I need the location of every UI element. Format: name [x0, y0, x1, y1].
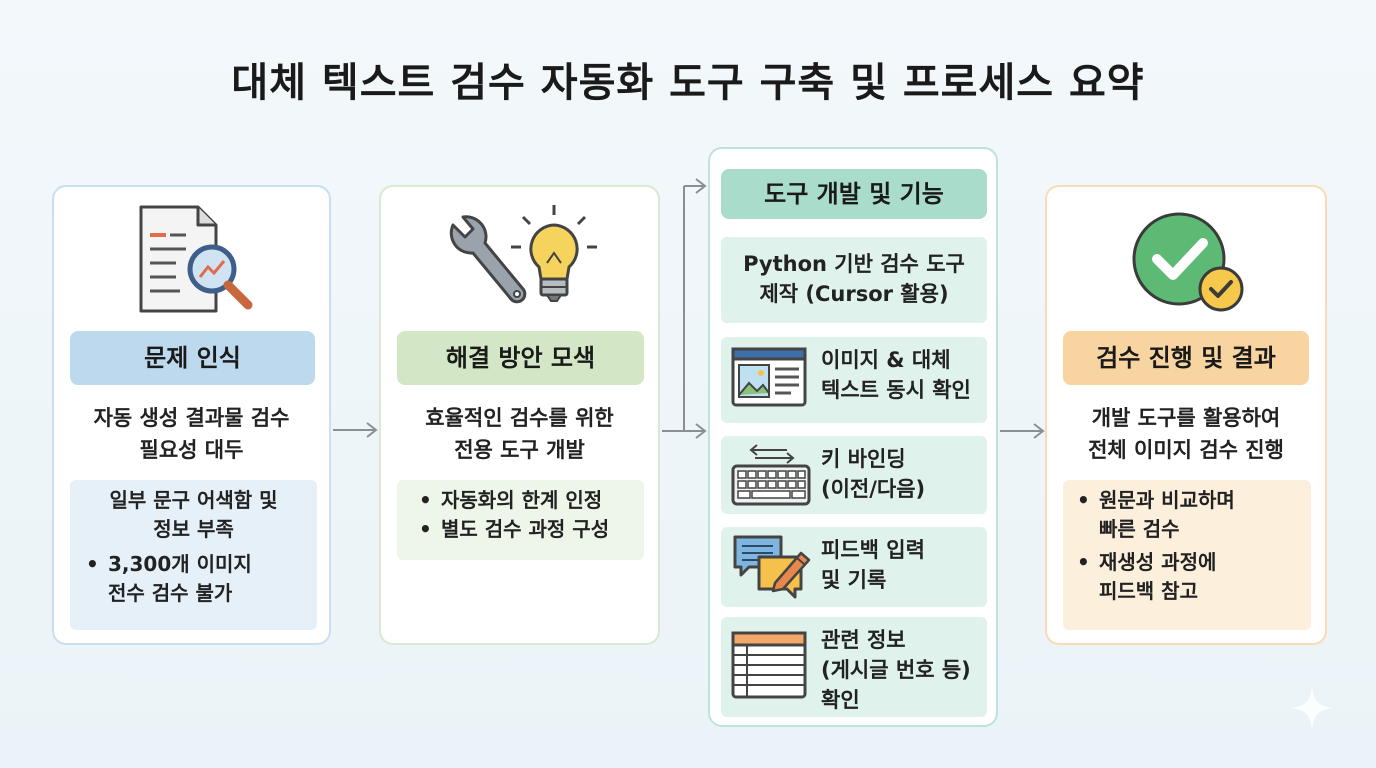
bullet-dot: •: [86, 552, 99, 576]
bullet-dot: •: [1077, 550, 1090, 574]
feature-line: 확인: [821, 688, 860, 712]
arrow-1-to-2: [333, 422, 378, 438]
step-card-tool: 도구 개발 및 기능 Python 기반 검수 도구 제작 (Cursor 활용…: [708, 147, 998, 727]
step-heading-tool: 도구 개발 및 기능: [721, 169, 987, 219]
step-card-problem: 문제 인식 자동 생성 결과물 검수 필요성 대두 일부 문구 어색함 및 정보…: [52, 185, 331, 645]
step-desc-line-2: 필요성 대두: [139, 438, 244, 462]
bullet-item: • 자동화의 한계 인정: [419, 486, 644, 515]
step-card-result: 검수 진행 및 결과 개발 도구를 활용하여 전체 이미지 검수 진행 • 원문…: [1045, 185, 1327, 645]
check-circle-icon: [1132, 212, 1244, 312]
lightbulb-icon: [511, 205, 597, 302]
feature-line: 및 기록: [821, 568, 887, 592]
bullet-item: • 3,300개 이미지: [70, 550, 317, 579]
feature-line: 텍스트 동시 확인: [821, 378, 971, 402]
feature-line: 제작 (Cursor 활용): [759, 282, 949, 306]
step-heading-solution: 해결 방안 모색: [397, 331, 644, 385]
feature-related-info: 관련 정보 (게시글 번호 등) 확인: [721, 617, 987, 717]
bullet-text-cont: 피드백 참고: [1099, 579, 1198, 603]
bullet-text: 원문과 비교하며: [1099, 488, 1235, 512]
step-heading-problem: 문제 인식: [70, 331, 315, 385]
bullet-text: 3,300개 이미지: [108, 552, 252, 576]
step-desc-line-2: 전체 이미지 검수 진행: [1088, 438, 1284, 462]
bullet-text: 재생성 과정에: [1099, 550, 1217, 574]
table-icon: [731, 631, 807, 699]
arrow-2-to-3: [662, 178, 707, 439]
feature-key-binding: 키 바인딩 (이전/다음): [721, 436, 987, 514]
feature-line: Python 기반 검수 도구: [743, 252, 965, 276]
step-detail-box: • 자동화의 한계 인정 • 별도 검수 과정 구성: [397, 480, 644, 560]
step-desc-line-2: 전용 도구 개발: [454, 438, 585, 462]
feature-line: 관련 정보: [821, 628, 906, 652]
step-heading-result: 검수 진행 및 결과: [1063, 331, 1309, 385]
sparkle-icon: [1290, 686, 1334, 730]
detail-line: 정보 부족: [153, 517, 234, 541]
step-card-solution: 해결 방안 모색 효율적인 검수를 위한 전용 도구 개발 • 자동화의 한계 …: [379, 185, 660, 645]
page-title: 대체 텍스트 검수 자동화 도구 구축 및 프로세스 요약: [231, 60, 1145, 106]
detail-line: 일부 문구 어색함 및: [109, 488, 278, 512]
bullet-dot: •: [1077, 488, 1090, 512]
feature-line: (이전/다음): [821, 477, 926, 501]
chat-pencil-icon: [733, 535, 811, 599]
keyboard-icon: [731, 444, 811, 506]
bullet-item: • 원문과 비교하며: [1077, 486, 1311, 515]
bullet-text: 별도 검수 과정 구성: [441, 517, 610, 541]
bullet-item: • 별도 검수 과정 구성: [419, 515, 644, 544]
wrench-icon: [449, 215, 527, 304]
feature-line: (게시글 번호 등): [821, 658, 971, 682]
feature-image-text: 이미지 & 대체 텍스트 동시 확인: [721, 337, 987, 423]
step-desc-line-1: 자동 생성 결과물 검수: [93, 406, 290, 430]
bullet-dot: •: [419, 488, 432, 512]
bullet-text: 자동화의 한계 인정: [441, 488, 603, 512]
step-detail-box: 일부 문구 어색함 및 정보 부족 • 3,300개 이미지 전수 검수 불가: [70, 480, 317, 630]
step-desc-line-1: 개발 도구를 활용하여: [1091, 406, 1281, 430]
step-detail-box: • 원문과 비교하며 빠른 검수 • 재생성 과정에 피드백 참고: [1063, 480, 1311, 630]
feature-feedback: 피드백 입력 및 기록: [721, 527, 987, 607]
feature-python-tool: Python 기반 검수 도구 제작 (Cursor 활용): [721, 237, 987, 323]
document-search-icon: [139, 205, 253, 313]
feature-line: 키 바인딩: [821, 447, 906, 471]
feature-line: 피드백 입력: [821, 538, 925, 562]
bullet-text-cont: 빠른 검수: [1099, 517, 1180, 541]
bullet-dot: •: [419, 517, 432, 541]
step-desc-line-1: 효율적인 검수를 위한: [425, 406, 614, 430]
bullet-item: • 재생성 과정에: [1077, 548, 1311, 577]
arrow-3-to-4: [1000, 423, 1045, 439]
image-text-window-icon: [731, 347, 807, 407]
bullet-text-cont: 전수 검수 불가: [108, 581, 233, 605]
feature-line: 이미지 & 대체: [821, 348, 951, 372]
